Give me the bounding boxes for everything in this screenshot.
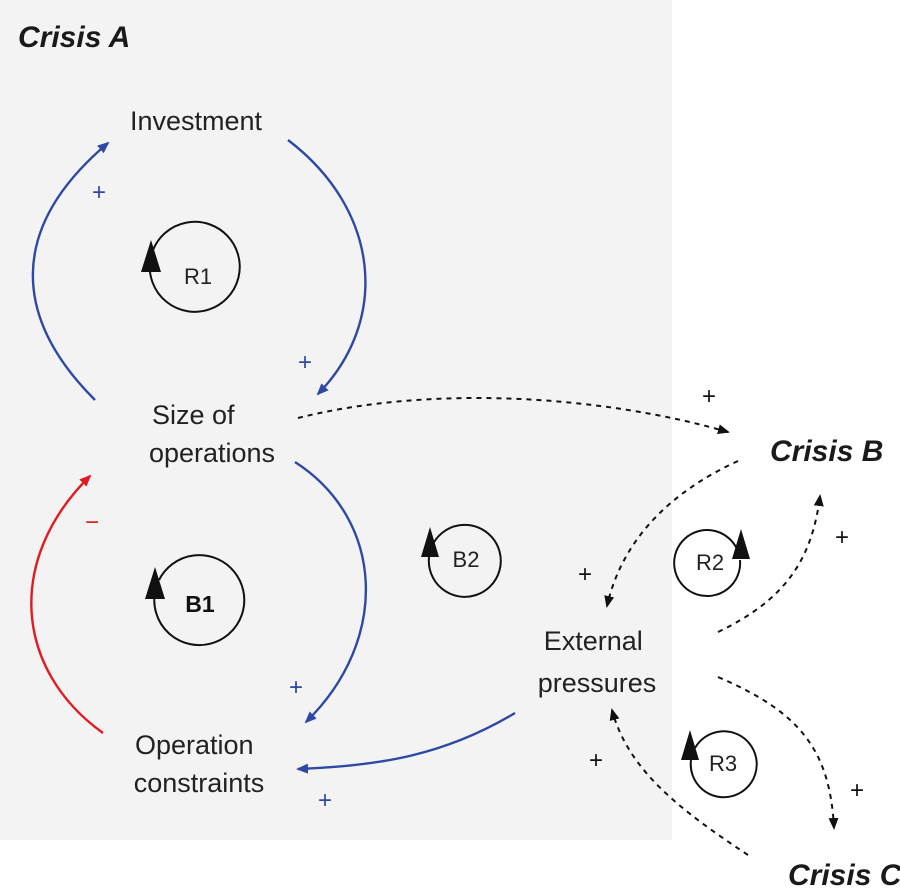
external-pressures-node: External pressures	[538, 626, 657, 698]
link-constraints-to-size	[30, 474, 104, 734]
loop-r3-arrowhead	[681, 730, 699, 760]
loop-r2: R2	[673, 529, 750, 597]
link-size-to-investment	[31, 141, 110, 401]
loop-b2-arrowhead	[421, 527, 439, 557]
loop-b1-label: B1	[185, 591, 215, 617]
loop-r1: R1	[141, 220, 241, 313]
loop-r2-arrow	[673, 529, 742, 597]
loop-r1-arrow	[148, 220, 241, 313]
loop-b1-arrowhead	[145, 567, 165, 599]
polarity-investment-to-size: +	[298, 349, 312, 376]
crisis-a-title: Crisis A	[18, 21, 130, 54]
loop-b1-arrow	[153, 554, 246, 647]
investment-node: Investment	[130, 106, 263, 136]
link-external-to-crisis-b	[717, 494, 824, 633]
investment-line-1: Investment	[130, 106, 263, 136]
link-investment-to-size	[287, 139, 367, 396]
polarity-size-to-crisis-b: +	[702, 383, 716, 410]
crisis-a-region	[0, 0, 672, 840]
link-crisis-b-to-external	[604, 460, 739, 608]
link-size-to-constraints	[294, 460, 368, 724]
operation-constraints-node: Operation constraints	[134, 730, 265, 798]
polarity-external-to-crisis-c: +	[850, 777, 864, 804]
polarity-external-to-constraints: +	[318, 787, 332, 814]
loop-r1-label: R1	[184, 264, 212, 289]
polarity-size-to-investment: +	[92, 179, 106, 206]
loop-r3-arrow	[689, 730, 758, 799]
constraints-line-1: Operation	[135, 730, 254, 760]
size-line-1: Size of	[152, 400, 235, 430]
size-of-operations-node: Size of operations	[149, 400, 275, 468]
loop-r3: R3	[681, 730, 758, 799]
external-line-1: External	[544, 626, 643, 656]
loop-r3-label: R3	[709, 751, 737, 776]
polarity-external-to-crisis-b: +	[835, 524, 849, 551]
polarity-crisis-c-to-external: +	[589, 747, 603, 774]
link-crisis-c-to-external	[609, 708, 749, 856]
loop-r2-label: R2	[696, 550, 724, 575]
link-external-to-crisis-c	[717, 676, 839, 830]
loop-b2: B2	[421, 523, 502, 598]
loop-b2-arrow	[427, 523, 502, 598]
loop-b2-label: B2	[453, 547, 480, 572]
crisis-c-node: Crisis C	[788, 859, 900, 891]
external-line-2: pressures	[538, 668, 657, 698]
crisis-b-node: Crisis B	[770, 435, 883, 468]
polarity-constraints-to-size: −	[85, 509, 99, 536]
polarity-crisis-b-to-external: +	[578, 561, 592, 588]
constraints-line-2: constraints	[134, 768, 265, 798]
loop-r2-arrowhead	[732, 529, 750, 559]
loop-b1: B1	[145, 554, 246, 647]
polarity-size-to-constraints: +	[289, 674, 303, 701]
link-external-to-constraints	[296, 711, 516, 774]
size-line-2: operations	[149, 438, 275, 468]
loop-r1-arrowhead	[141, 240, 161, 272]
